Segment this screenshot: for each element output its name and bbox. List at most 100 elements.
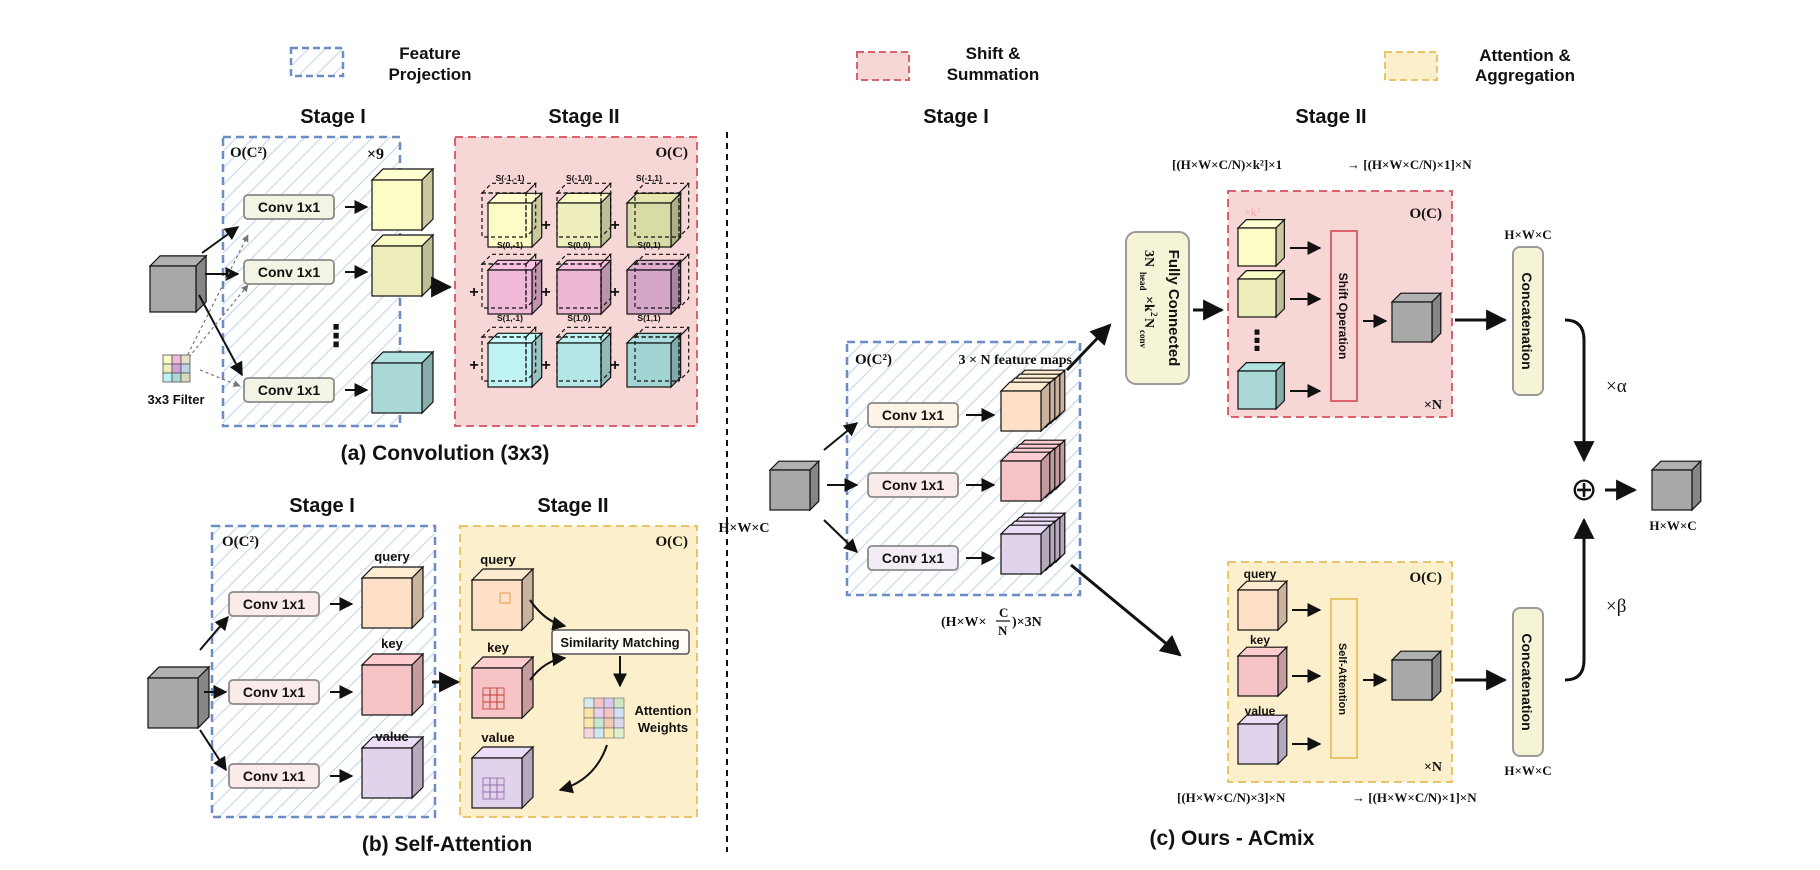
shift-output-cube [1390, 291, 1443, 344]
filter-cell [171, 363, 182, 374]
panel-c-input-dim: H×W×C [719, 521, 770, 536]
panel-b-complexity1: O(C²) [222, 534, 259, 550]
feature-map-cube [999, 380, 1052, 433]
shifted-feature-cube [486, 191, 544, 249]
panel-b-stage2-label: Stage II [537, 495, 608, 517]
key-cube [360, 652, 425, 717]
attention-weight-cell [603, 717, 615, 729]
attention-weight-cell [583, 717, 595, 729]
conv-1x1-box: Conv 1x1 [243, 194, 335, 220]
shift-label: S(0,-1) [497, 240, 523, 250]
panel-c-feature-maps-label: 3 × N feature maps [959, 353, 1073, 368]
legend-attention-aggregation-swatch [1384, 51, 1438, 81]
panel-c-caption: (c) Ours - ACmix [1150, 827, 1315, 850]
conv-1x1-box: Conv 1x1 [867, 545, 959, 571]
beta-path [1564, 517, 1595, 682]
output-dim: H×W×C [1649, 518, 1696, 533]
panel-b-stage1-label: Stage I [289, 495, 355, 517]
feature-map-cube [999, 450, 1052, 503]
shifted-feature-cube [625, 258, 683, 316]
shifted-feature-cube [555, 191, 613, 249]
oplus-icon: ⊕ [1571, 471, 1598, 507]
shift-label: S(1,1) [637, 313, 660, 323]
query-cube [360, 565, 425, 630]
shifted-feature-cube [555, 258, 613, 316]
shift-outline-cube [480, 252, 538, 310]
key-cube [1236, 645, 1289, 698]
panel-a-stage2-label: Stage II [548, 106, 619, 128]
concatenation-box-bottom [1512, 607, 1544, 757]
plus-sign: + [469, 284, 478, 301]
legend: Feature Projection Shift & Summation Att… [289, 44, 1575, 85]
arrow-query-to-similarity [529, 599, 567, 631]
attention-weight-cell [593, 707, 605, 719]
svg-text:3N: 3N [1141, 250, 1156, 267]
similarity-matching-box [551, 629, 690, 655]
attention-weight-cell [603, 727, 615, 739]
conv-1x1-label: Conv 1x1 [258, 264, 320, 280]
shift-input-cube [1236, 269, 1286, 319]
arrow-weights-to-value [558, 744, 608, 794]
svg-text:N: N [1141, 318, 1156, 328]
attention-weights-label: Weights [638, 720, 688, 735]
arrow-input-to-conv [198, 294, 243, 377]
key-stage2-label: key [487, 640, 509, 655]
attention-weights-label: Attention [634, 703, 691, 718]
formula-text: [(H×W×C/N)×3]×N [1177, 790, 1286, 805]
alpha-path [1564, 318, 1595, 463]
filter-cell [162, 372, 173, 383]
plus-sign: + [610, 357, 619, 374]
plus-sign: + [541, 284, 550, 301]
legend-shift-summation-swatch [856, 51, 910, 81]
legend-feature-projection-line2: Projection [388, 65, 471, 84]
svg-text:(H×W×: (H×W× [941, 615, 987, 630]
key-label: key [1250, 633, 1270, 647]
conv-1x1-label: Conv 1x1 [243, 768, 305, 784]
panel-c-complexity1: O(C²) [855, 352, 892, 368]
legend-shift-summation-line2: Summation [947, 65, 1040, 84]
attention-weight-cell [593, 727, 605, 739]
query-stage2-cube [470, 567, 535, 632]
shift-input-cube [1236, 361, 1286, 411]
dotted-filter-arrow [184, 234, 249, 361]
plus-sign: + [469, 357, 478, 374]
feature-cube [370, 350, 435, 415]
arrow-input-to-conv [823, 422, 859, 451]
legend-shift-summation-line1: Shift & [966, 44, 1021, 63]
svg-text:2: 2 [1149, 312, 1159, 317]
panel-c-stage2-label: Stage II [1295, 106, 1366, 128]
arrow-input-to-conv [823, 519, 859, 553]
filter-3x3-label: 3x3 Filter [147, 392, 204, 407]
attention-weight-cell [613, 727, 625, 739]
conv-1x1-label: Conv 1x1 [258, 382, 320, 398]
panel-b-caption: (b) Self-Attention [362, 833, 532, 856]
self-attention-box [1330, 598, 1358, 759]
attention-weight-cell [613, 697, 625, 709]
shift-box-complexity: O(C) [1410, 206, 1443, 222]
svg-text:conv: conv [1138, 330, 1148, 349]
key-grid-cell [496, 701, 505, 710]
final-output-cube [1650, 459, 1703, 512]
value-label: value [375, 729, 408, 744]
shift-box-k2: ×k² [1244, 205, 1261, 219]
feature-cube [370, 233, 435, 298]
beta-label: ×β [1606, 596, 1626, 617]
shifted-feature-cube [486, 258, 544, 316]
attention-weight-cell [613, 717, 625, 729]
shift-label: S(0,0) [567, 240, 590, 250]
fully-connected-dims: 3N head ×k 2 N conv [1138, 250, 1159, 349]
formula-text: [(H×W×C/N)×k²]×1 [1172, 157, 1282, 172]
legend-attention-aggregation-line2: Aggregation [1475, 66, 1575, 85]
shift-outline-cube [633, 325, 691, 383]
attention-weight-cell [583, 727, 595, 739]
dotted-filter-arrow [199, 369, 241, 387]
attention-box-complexity: O(C) [1410, 570, 1443, 586]
query-patch [499, 592, 511, 604]
feature-map-cube [999, 523, 1052, 576]
arrow-input-to-conv [201, 226, 240, 254]
shift-outline-cube [633, 252, 691, 310]
attention-weight-cell [613, 707, 625, 719]
conv-1x1-box: Conv 1x1 [228, 763, 320, 789]
legend-feature-projection-swatch [289, 46, 345, 78]
panel-a-ellipsis: ⋮ [321, 320, 351, 353]
